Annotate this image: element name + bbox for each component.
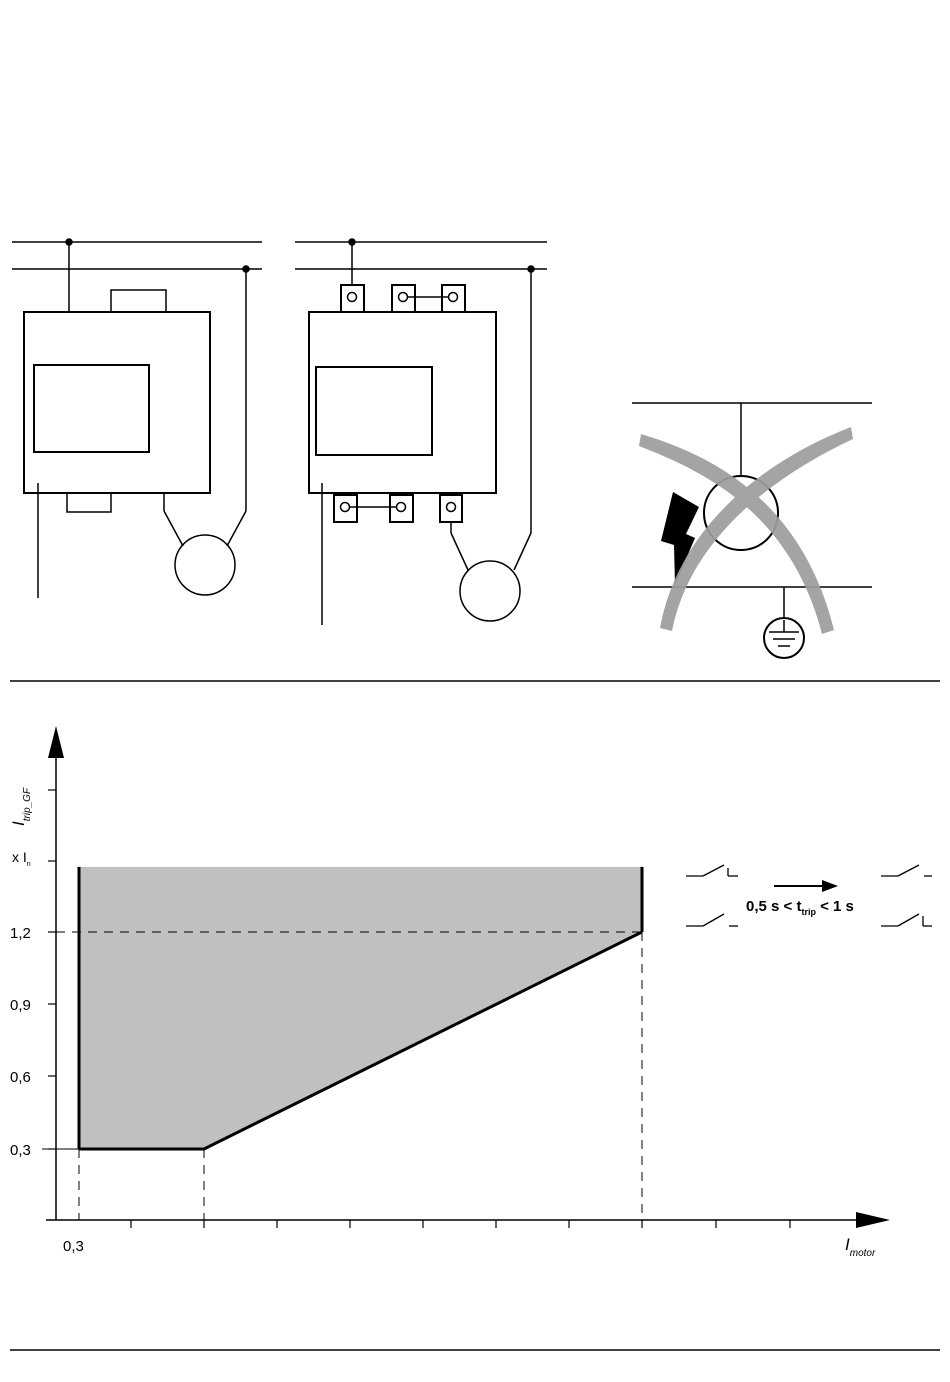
bottom-terminal-block <box>67 493 111 512</box>
contact-switch-icon <box>881 914 932 926</box>
screw-icon <box>447 503 456 512</box>
x-axis-arrow <box>856 1212 890 1228</box>
display-window <box>34 365 149 452</box>
motor-lead <box>514 533 531 570</box>
y-unit-label: x In <box>12 849 31 868</box>
screw-icon <box>449 293 458 302</box>
contact-switch-icon <box>686 865 738 876</box>
transition-arrow-head <box>822 880 838 892</box>
screw-icon <box>348 293 357 302</box>
motor-icon <box>460 561 520 621</box>
terminal-top-1 <box>341 285 364 312</box>
motor-lead <box>227 511 246 546</box>
terminal-top-3 <box>442 285 465 312</box>
contact-switch-icon <box>881 865 932 876</box>
wiring-diagram-2 <box>295 239 547 625</box>
wiring-diagram-1 <box>12 239 262 598</box>
display-window <box>316 367 432 455</box>
ground-fault-diagram <box>632 403 872 658</box>
terminal-bottom-1 <box>334 495 357 522</box>
earth-ground-icon <box>764 618 804 658</box>
y-axis-ticks <box>48 790 56 1149</box>
starter-body <box>24 312 210 493</box>
starter-body <box>309 312 496 493</box>
y-tick-label: 0,9 <box>10 997 31 1014</box>
trip-time-note: 0,5 s < ttrip < 1 s <box>746 898 854 917</box>
x-axis-ticks <box>131 1220 790 1228</box>
screw-icon <box>341 503 350 512</box>
screw-icon <box>399 293 408 302</box>
motor-icon <box>175 535 235 595</box>
motor-lead <box>451 533 468 570</box>
y-axis-arrow <box>48 726 64 758</box>
trip-characteristic-chart: 0,3 0,6 0,9 1,2 x In Itrip_GF 0,3 Imotor <box>9 726 932 1259</box>
x-tick-label: 0,3 <box>63 1238 84 1255</box>
top-terminal-block <box>111 290 166 312</box>
contact-switch-icon <box>686 914 738 926</box>
x-axis-title: Imotor <box>845 1235 876 1259</box>
terminal-bottom-3 <box>440 495 462 522</box>
y-axis-title: Itrip_GF <box>9 787 33 826</box>
terminal-top-2 <box>392 285 415 312</box>
terminal-bottom-2 <box>390 495 413 522</box>
motor-lead <box>164 511 183 546</box>
y-tick-label: 0,6 <box>10 1069 31 1086</box>
y-tick-label: 1,2 <box>10 925 31 942</box>
trip-region <box>79 867 642 1149</box>
screw-icon <box>397 503 406 512</box>
plot-area <box>42 867 642 1220</box>
y-tick-label: 0,3 <box>10 1142 31 1159</box>
